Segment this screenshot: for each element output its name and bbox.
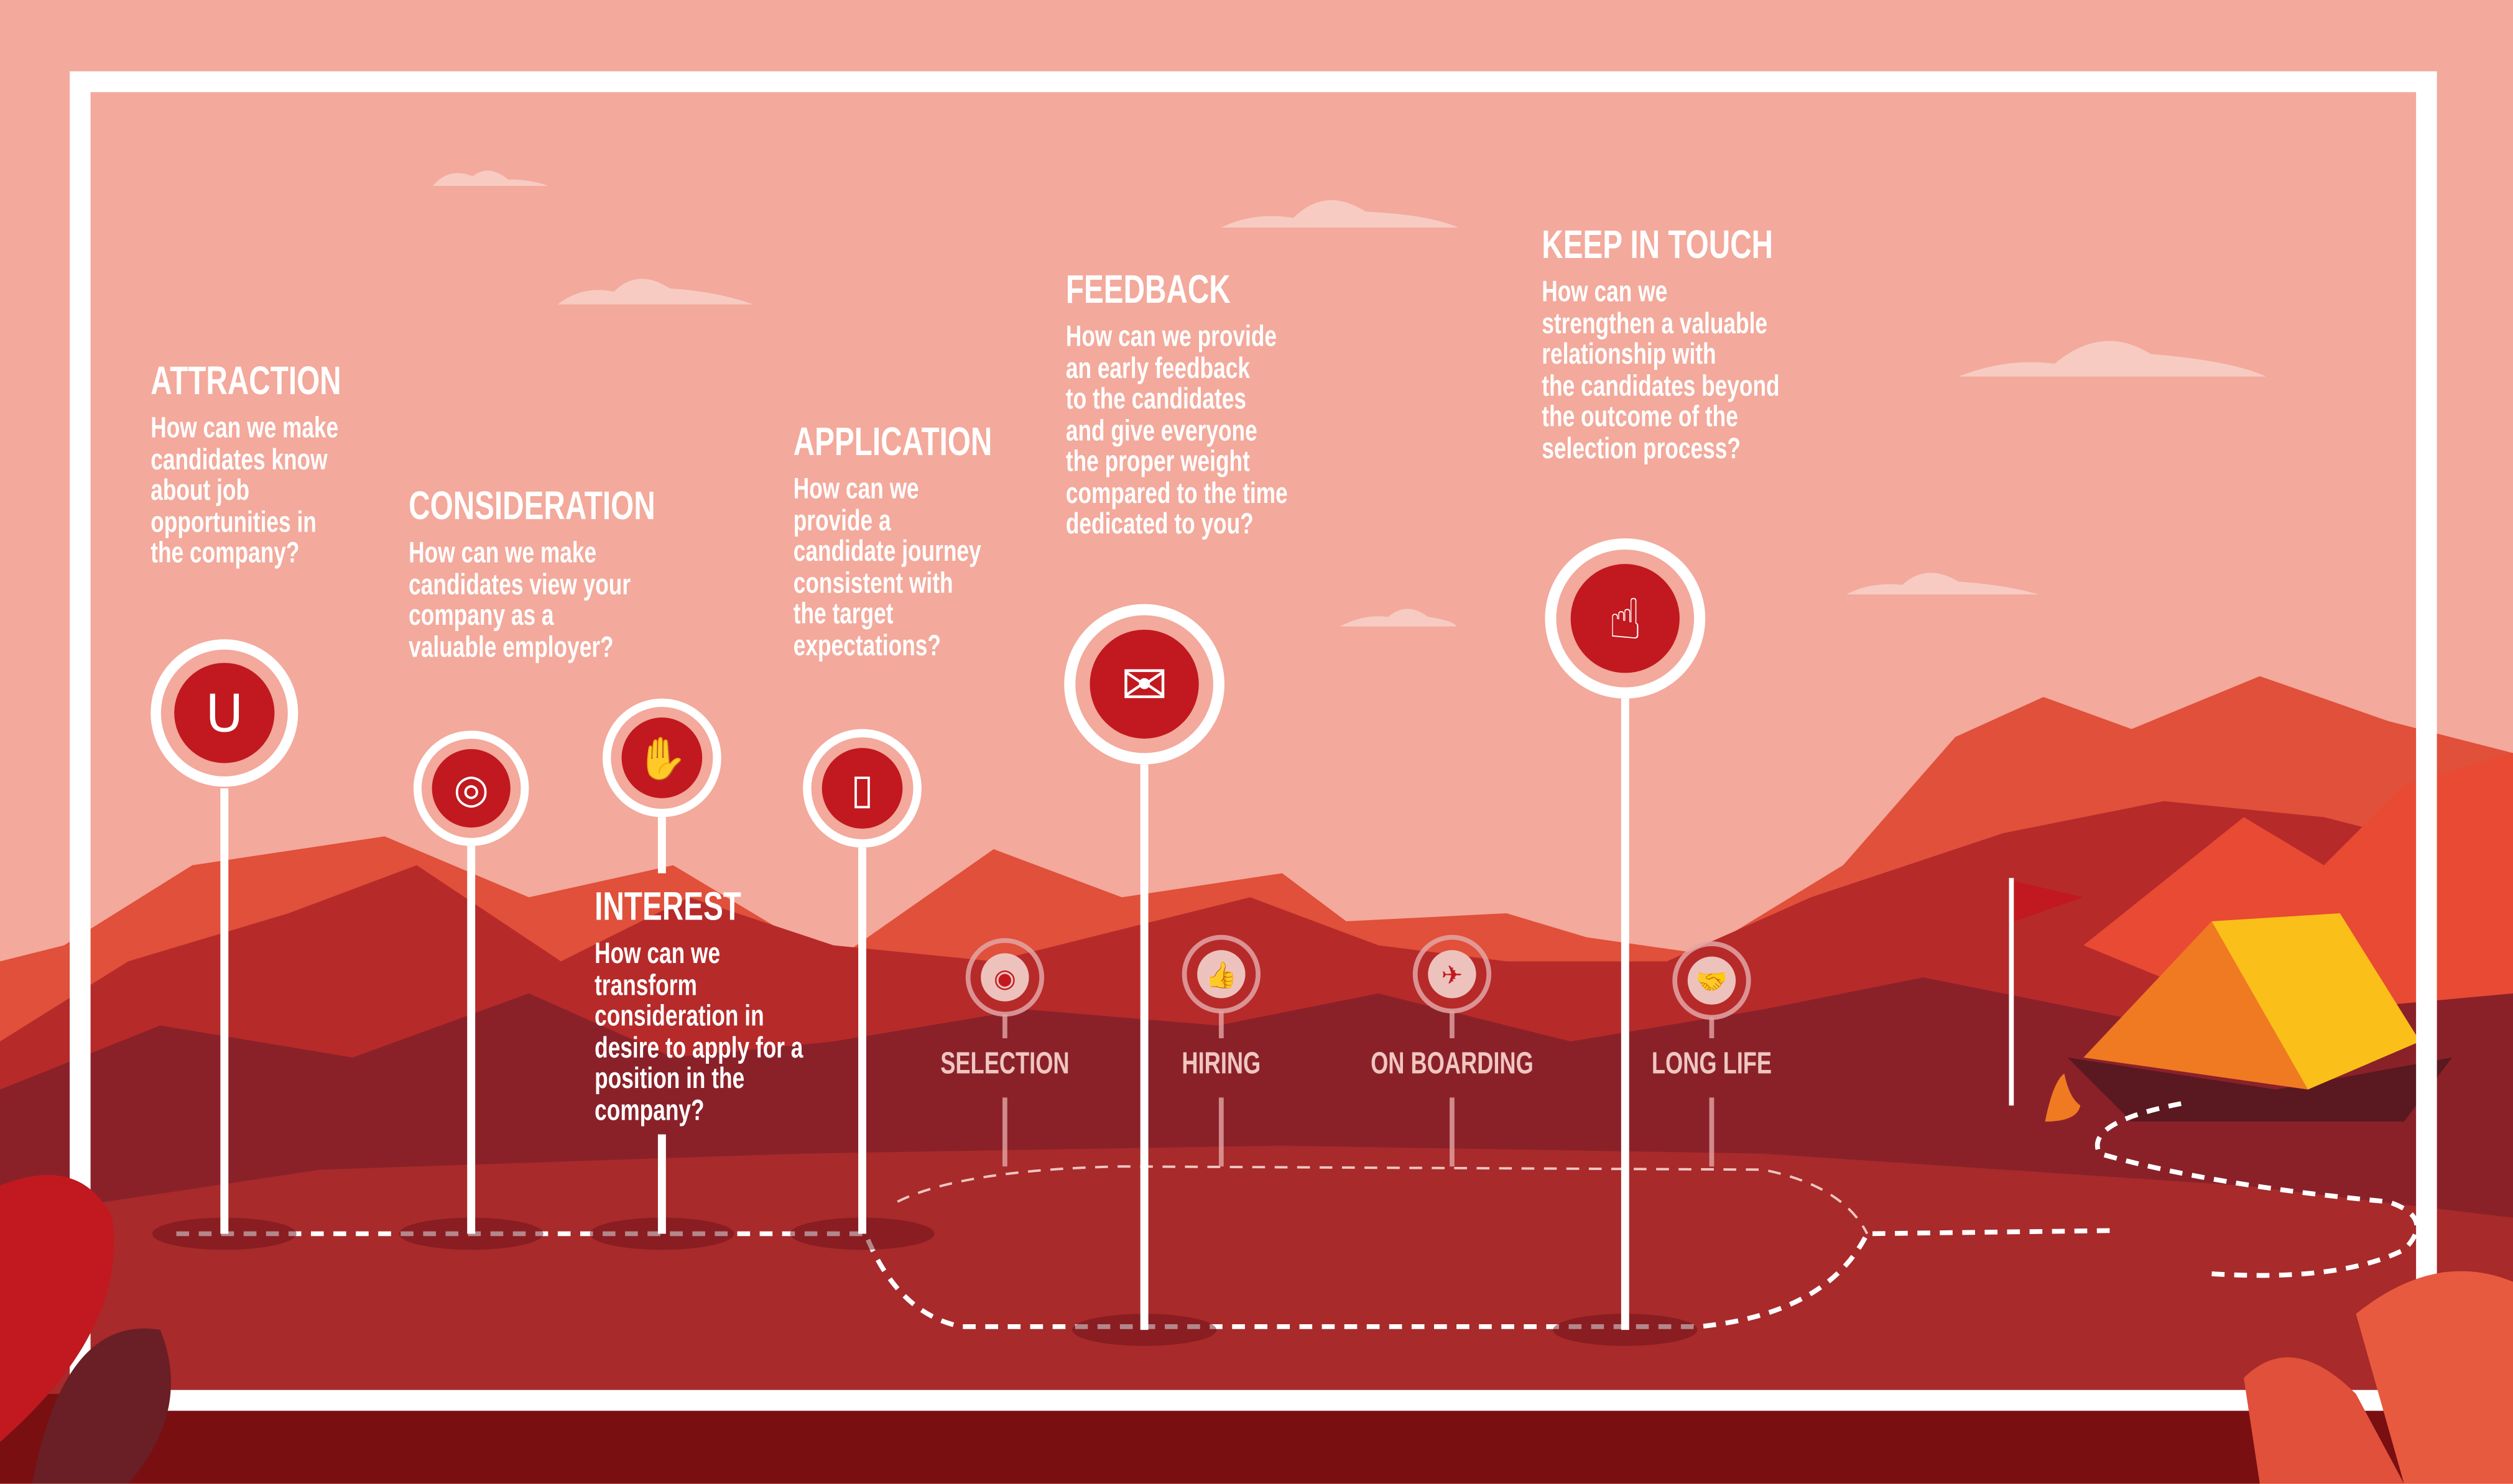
frame — [70, 71, 2437, 1411]
stage-question-line: How can we make — [409, 535, 597, 569]
stage-question-line: How can we make — [150, 410, 339, 444]
milestone-label: ON BOARDING — [1371, 1048, 1534, 1082]
stage-question-line: company as a — [409, 597, 554, 632]
stage-question-line: about job — [150, 472, 249, 507]
pin-keep-in-touch: ☝ — [1545, 538, 1706, 1346]
stage-question-line: the proper weight — [1065, 443, 1250, 478]
pin-feedback: ✉ — [1064, 604, 1224, 1346]
stage-question-line: the outcome of the — [1542, 399, 1738, 433]
stage-title: APPLICATION — [793, 420, 993, 465]
email-icon: ✉ — [1121, 653, 1168, 718]
mountains — [0, 676, 2513, 1484]
stage-question-line: consistent with — [793, 565, 953, 599]
milestone-label: LONG LIFE — [1651, 1048, 1772, 1082]
milestone-hiring: 👍 — [1182, 934, 1261, 1167]
pin-application: ▯ — [790, 729, 935, 1250]
stage-question-line: expectations? — [793, 627, 941, 661]
stage-title: KEEP IN TOUCH — [1542, 223, 1774, 268]
stage-question-line: an early feedback — [1065, 350, 1250, 384]
milestone-long-life: 🤝 — [1672, 941, 1751, 1167]
milestone-label: SELECTION — [940, 1048, 1070, 1082]
clouds — [432, 170, 2267, 627]
stage-question-line: compared to the time — [1065, 475, 1288, 509]
camp — [2009, 878, 2453, 1122]
stage-question-line: consideration in — [595, 998, 764, 1032]
campfire — [2045, 1073, 2081, 1122]
airplane-icon: ✈ — [1442, 960, 1463, 990]
stage-question-line: to the candidates — [1065, 381, 1246, 415]
pin-attraction: U — [150, 639, 299, 1250]
stage-question-line: and give everyone — [1065, 412, 1257, 446]
journey-path — [176, 1100, 2420, 1329]
stage-question-line: position in the — [595, 1061, 745, 1095]
magnet-icon: U — [205, 683, 243, 744]
stage-question-line: How can we — [1542, 274, 1668, 308]
stage-question-line: the company? — [150, 535, 300, 569]
stage-title: CONSIDERATION — [409, 484, 655, 529]
stage-question-line: How can we provide — [1065, 318, 1277, 353]
stage-question-line: candidate journey — [793, 533, 981, 568]
stage-question-line: selection process? — [1542, 430, 1741, 464]
stage-question-line: the target — [793, 596, 894, 630]
stage-question-line: company? — [595, 1092, 705, 1126]
flag — [2014, 881, 2084, 921]
stage-question-line: strengthen a valuable — [1542, 305, 1768, 339]
stage-title: INTEREST — [595, 884, 741, 929]
handshake-icon: 🤝 — [1696, 967, 1728, 997]
stage-question-line: dedicated to you? — [1065, 506, 1254, 540]
milestone-label: HIRING — [1182, 1048, 1261, 1082]
target-icon: ◎ — [453, 766, 489, 813]
stage-question-line: relationship with — [1542, 336, 1716, 371]
phone-touch-icon: ▯ — [851, 765, 874, 813]
stage-question-line: the candidates beyond — [1542, 367, 1780, 402]
stage-question-line: provide a — [793, 502, 891, 537]
stage-question-line: candidates know — [150, 441, 328, 476]
stage-question-line: How can we — [595, 936, 721, 970]
stage-question-line: desire to apply for a — [595, 1029, 803, 1063]
pin-consideration: ◎ — [399, 730, 544, 1250]
tent — [2083, 921, 2308, 1090]
stage-question-line: opportunities in — [150, 504, 317, 538]
selection-icon: ◉ — [994, 964, 1016, 993]
milestone-on-boarding: ✈ — [1412, 934, 1492, 1167]
ok-hand-icon: ✋ — [636, 734, 688, 783]
pin-interest: ✋ — [590, 698, 734, 1250]
foliage — [0, 1174, 2513, 1484]
stage-title: ATTRACTION — [150, 359, 341, 404]
thumbs-up-icon: 👍 — [1205, 960, 1237, 990]
stage-question-line: valuable employer? — [409, 629, 614, 663]
stage-title: FEEDBACK — [1065, 267, 1231, 313]
stage-question-line: How can we — [793, 471, 919, 505]
milestone-selection: ◉ — [965, 938, 1045, 1167]
stage-question-line: transform — [595, 967, 697, 1001]
stage-question-line: candidates view your — [409, 566, 631, 601]
hand-pointer-icon: ☝ — [1608, 587, 1642, 652]
